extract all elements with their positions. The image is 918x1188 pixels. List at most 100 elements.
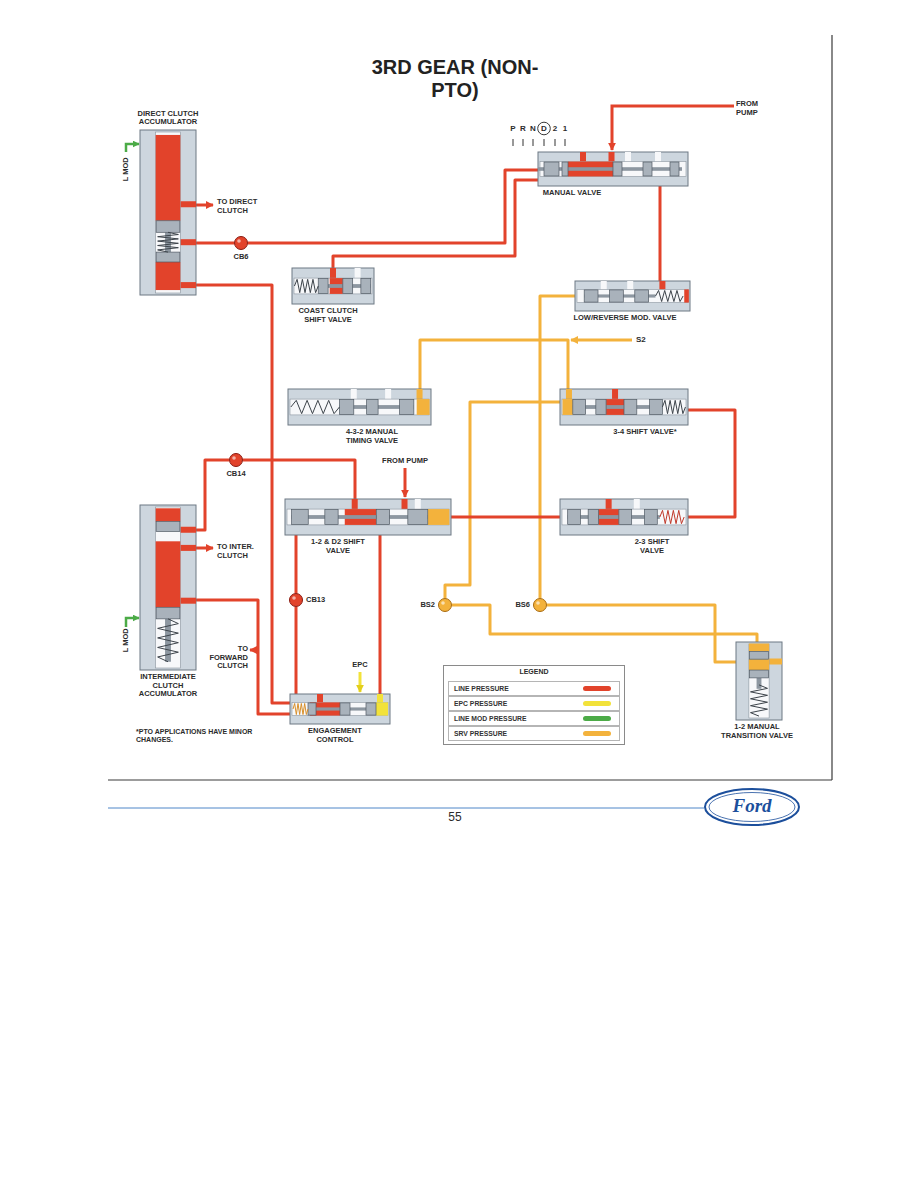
drawing-part	[610, 290, 624, 302]
brand-logo-text: Ford	[712, 795, 792, 817]
drawing-part	[831, 35, 832, 780]
drawing-part	[749, 651, 768, 659]
drawing-part	[339, 400, 353, 415]
valve-drawing	[140, 505, 196, 670]
drawing-part	[571, 339, 632, 342]
drawing-part	[709, 793, 795, 822]
drawing-part	[573, 400, 586, 415]
drawing-part	[655, 152, 661, 163]
drawing-part	[613, 162, 622, 176]
drawing-part	[126, 144, 139, 152]
spool-valve: 4-3-2 MANUAL TIMING VALVE	[288, 389, 431, 425]
drawing-part	[635, 290, 649, 302]
drawing-part	[377, 694, 383, 703]
hydraulic-line	[248, 170, 538, 243]
drawing-part	[308, 703, 316, 715]
part-label: 1-2 MANUAL TRANSITION VALVE	[721, 723, 793, 740]
drawing-part	[577, 289, 688, 302]
drawing-part	[417, 389, 423, 400]
spool-valve: 3-4 SHIFT VALVE*	[560, 389, 688, 425]
drawing-part	[609, 152, 615, 163]
drawing-part	[757, 678, 762, 689]
drawing-part	[538, 152, 688, 186]
check-ball: CB14	[229, 453, 243, 467]
check-ball: CB13	[289, 593, 303, 607]
drawing-part	[235, 237, 248, 250]
hydraulic-line	[547, 605, 736, 662]
legend-title: LEGEND	[443, 668, 625, 676]
drawing-part	[749, 644, 769, 718]
legend-row: LINE PRESSURE	[448, 681, 620, 696]
part-label: CB14	[222, 470, 250, 479]
drawing-part	[156, 522, 180, 532]
spool-valve: 2-3 SHIFT VALVE	[560, 499, 688, 535]
drawing-part	[108, 808, 704, 809]
valve-drawing	[140, 130, 196, 295]
legend-swatch	[583, 701, 611, 706]
drawing-part	[584, 290, 598, 302]
drawing-part	[343, 279, 353, 294]
drawing-part	[156, 252, 180, 262]
drawing-part	[439, 599, 452, 612]
hydraulic-line	[295, 535, 298, 593]
signal-name: L MOD	[122, 625, 131, 655]
drawing-part	[196, 170, 757, 714]
valve-drawing	[560, 389, 688, 425]
ball-symbol	[234, 236, 248, 250]
drawing-part	[355, 268, 361, 279]
drawing-part	[156, 607, 180, 619]
hydraulic-line	[243, 460, 355, 499]
drawing-part	[612, 106, 734, 150]
hydraulic-line	[445, 402, 560, 598]
drawing-part	[408, 510, 428, 525]
hydraulic-line	[420, 340, 568, 389]
signal-name: S2	[636, 335, 654, 344]
drawing-part	[318, 279, 328, 294]
drawing-part	[538, 152, 688, 186]
shuttle-ball: BS2	[438, 598, 452, 612]
drawing-part	[230, 454, 243, 467]
drawing-part	[291, 400, 340, 413]
drawing-part	[317, 694, 323, 703]
hydraulic-line	[379, 535, 382, 694]
page-number: 55	[435, 811, 475, 825]
valve-drawing	[288, 389, 431, 425]
port-label: FROM PUMP	[736, 100, 778, 117]
drawing-part	[650, 400, 663, 415]
part-label: 3-4 SHIFT VALVE*	[600, 428, 690, 437]
hydraulic-line	[659, 186, 662, 281]
drawing-part	[340, 703, 350, 715]
accumulator: INTERMEDIATE CLUTCH ACCUMULATOR	[140, 505, 196, 670]
drawing-part	[290, 694, 390, 724]
drawing-part	[367, 400, 378, 415]
drawing-part	[400, 400, 414, 415]
drawing-part	[563, 399, 573, 415]
drawing-part	[156, 221, 180, 233]
drawing-part	[736, 642, 782, 720]
legend-row: SRV PRESSURE	[448, 726, 620, 741]
drawing-part	[288, 389, 431, 425]
drawing-part	[566, 389, 572, 400]
drawing-part	[140, 505, 196, 670]
drawing-part	[634, 499, 640, 510]
drawing-part	[612, 389, 618, 400]
spool-valve: 1-2 & D2 SHIFT VALVE	[285, 499, 451, 535]
drawing-part	[325, 510, 338, 525]
drawing-part	[158, 232, 179, 252]
part-label: LOW/REVERSE MOD. VALVE	[565, 314, 685, 323]
drawing-part	[523, 139, 524, 146]
valve-drawing	[560, 499, 688, 535]
range-letter: 1	[560, 124, 570, 133]
drawing-part	[292, 596, 296, 600]
hydraulic-line	[196, 242, 234, 245]
port-label: TO DIRECT CLUTCH	[217, 198, 261, 215]
port-label: FROM PUMP	[380, 457, 430, 466]
drawing-part	[575, 281, 690, 311]
drawing-part	[140, 505, 196, 670]
valve-drawing	[285, 499, 451, 535]
drawing-part	[179, 545, 196, 551]
drawing-part	[580, 152, 586, 163]
hydraulic-line	[196, 460, 229, 530]
hydraulic-line	[688, 410, 735, 517]
